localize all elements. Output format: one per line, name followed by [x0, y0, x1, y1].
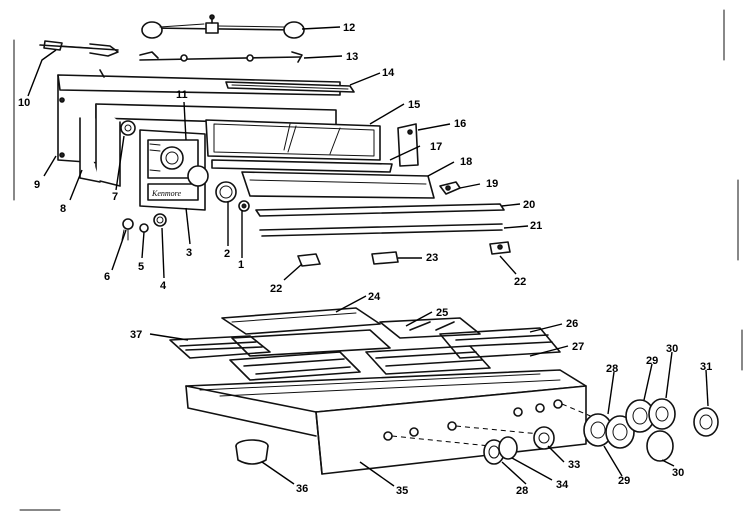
callout-16: 16 — [454, 118, 466, 130]
callout-5: 5 — [138, 261, 144, 273]
leader-lines — [27, 26, 709, 487]
callout-28-top: 28 — [606, 363, 618, 375]
callout-17: 17 — [430, 141, 442, 153]
callout-29-bottom: 29 — [618, 475, 630, 487]
callout-21: 21 — [530, 220, 542, 232]
part-front-knobs — [483, 426, 555, 465]
part-cup-36 — [235, 439, 269, 465]
callout-35: 35 — [396, 485, 408, 497]
part-window-frame — [205, 119, 391, 167]
part-rails — [255, 203, 505, 237]
part-trim-bar-14 — [225, 81, 355, 93]
callout-1: 1 — [238, 259, 244, 271]
part-grates — [169, 317, 561, 381]
callout-20: 20 — [523, 199, 535, 211]
frame-marks — [13, 9, 743, 511]
part-small-hardware — [121, 213, 167, 241]
part-right-knobs — [583, 398, 719, 462]
callout-31: 31 — [700, 361, 712, 373]
callout-30-top: 30 — [666, 343, 678, 355]
callout-15: 15 — [408, 99, 420, 111]
callout-11: 11 — [176, 89, 188, 101]
part-ring-and-nut — [215, 181, 250, 212]
part-broiler-door — [211, 159, 435, 199]
callout-13: 13 — [346, 51, 358, 63]
part-bracket-16 — [397, 123, 419, 167]
callout-29-top: 29 — [646, 355, 658, 367]
part-griddle-cover — [221, 307, 381, 335]
callout-33: 33 — [568, 459, 580, 471]
callout-23: 23 — [426, 252, 438, 264]
callout-24: 24 — [368, 291, 381, 303]
callout-19: 19 — [486, 178, 498, 190]
callout-37: 37 — [130, 329, 142, 341]
nameplate-text: Kenmore — [151, 189, 181, 198]
part-electrode-10 — [39, 40, 119, 57]
callout-27: 27 — [572, 341, 584, 353]
callout-2: 2 — [224, 248, 230, 260]
part-control-housing: Kenmore — [79, 103, 337, 211]
callout-28-bottom: 28 — [516, 485, 528, 497]
callout-34: 34 — [556, 479, 569, 491]
callout-7: 7 — [112, 191, 118, 203]
callout-6: 6 — [104, 271, 110, 283]
part-cooktop-body — [185, 369, 587, 475]
callout-9: 9 — [34, 179, 40, 191]
callout-8: 8 — [60, 203, 66, 215]
part-wire-harness — [141, 14, 305, 39]
callout-4: 4 — [160, 280, 167, 292]
callout-26: 26 — [566, 318, 578, 330]
callout-22-left: 22 — [270, 283, 282, 295]
part-clips-22-23 — [297, 241, 511, 267]
callout-18: 18 — [460, 156, 472, 168]
callout-3: 3 — [186, 247, 192, 259]
part-rod-13 — [139, 51, 303, 63]
callout-labels: 12 13 14 15 16 17 18 19 20 21 23 22 22 1… — [18, 22, 712, 497]
callout-22-right: 22 — [514, 276, 526, 288]
alignment-lines — [391, 403, 601, 447]
part-clip-19 — [439, 181, 461, 195]
callout-25: 25 — [436, 307, 448, 319]
callout-36: 36 — [296, 483, 308, 495]
callout-14: 14 — [382, 67, 395, 79]
callout-30-bottom: 30 — [672, 467, 684, 479]
callout-10: 10 — [18, 97, 30, 109]
callout-12: 12 — [343, 22, 355, 34]
